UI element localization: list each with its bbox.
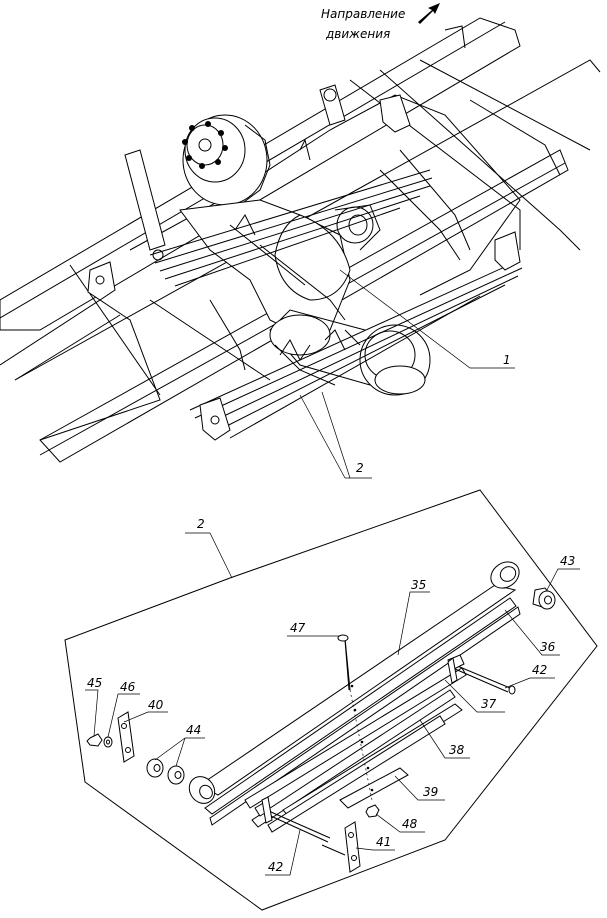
callout-41: 41	[355, 835, 395, 851]
callout-axle: 1	[339, 269, 515, 369]
callout-47-label: 47	[290, 621, 306, 635]
callout-36-label: 36	[540, 640, 556, 654]
detail-view-label: 2	[197, 517, 205, 531]
callout-axle-label: 1	[503, 353, 511, 367]
callout-44-label: 44	[186, 723, 201, 737]
callout-42-lower: 42	[265, 829, 301, 876]
callout-springs-label: 2	[356, 461, 364, 475]
callout-47: 47	[287, 621, 340, 637]
callout-45: 45	[85, 676, 102, 737]
callout-48-label: 48	[402, 817, 418, 831]
callout-38: 38	[419, 719, 470, 759]
callout-37-label: 37	[481, 697, 497, 711]
callout-43: 43	[546, 554, 580, 591]
callout-40-label: 40	[148, 698, 164, 712]
direction-indicator: Направление движения	[321, 3, 440, 41]
callout-37: 37	[444, 679, 505, 713]
callout-42-upper: 42	[504, 663, 555, 689]
leaf-springs-installed	[87, 84, 523, 441]
direction-label-line2: движения	[325, 27, 390, 41]
direction-label-line1: Направление	[321, 7, 405, 21]
callout-48: 48	[375, 813, 425, 833]
callout-44: 44	[154, 723, 205, 767]
callout-38-label: 38	[449, 743, 465, 757]
callout-45-label: 45	[87, 676, 102, 690]
callout-46-label: 46	[120, 680, 136, 694]
exploded-spring	[86, 561, 556, 873]
callout-42-upper-label: 42	[532, 663, 547, 677]
callout-43-label: 43	[560, 554, 575, 568]
direction-arrow-icon	[418, 3, 440, 24]
detail-view-frame: 2	[64, 489, 598, 911]
callout-39: 39	[394, 775, 445, 801]
callout-springs: 2	[299, 391, 372, 479]
callout-40: 40	[123, 698, 168, 723]
callout-39-label: 39	[423, 785, 438, 799]
callout-41-label: 41	[376, 835, 391, 849]
callout-36: 36	[504, 609, 560, 656]
detail-callouts: 35 36 37 38 39 40 41 42	[85, 554, 580, 876]
callout-35: 35	[397, 578, 430, 656]
callout-35-label: 35	[411, 578, 426, 592]
callout-46: 46	[107, 680, 140, 738]
callout-42-lower-label: 42	[268, 860, 283, 874]
